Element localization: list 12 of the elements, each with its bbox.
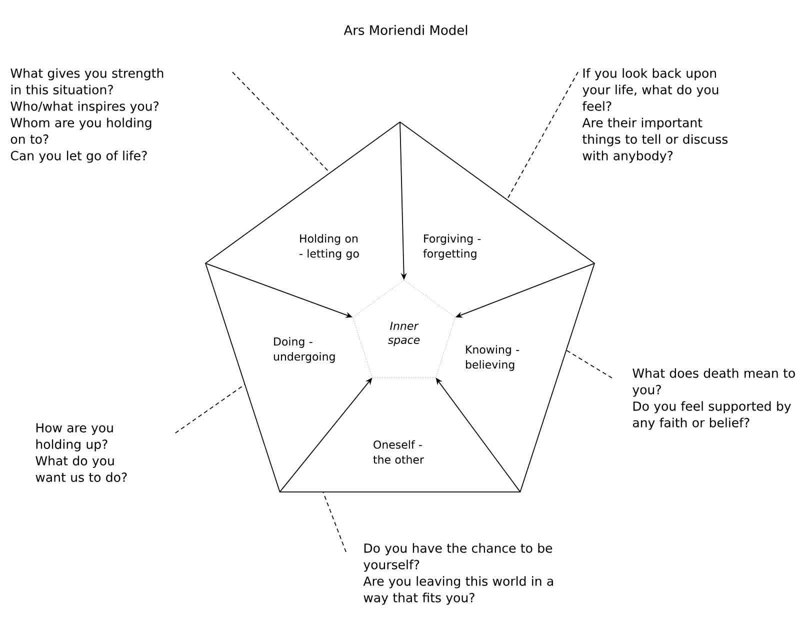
question-text: Do you have the chance to be yourself? Are you leaving this world in a way that fits you? [363, 543, 553, 605]
leader-line [322, 492, 346, 552]
question-text: If you look back upon your life, what do you feel? Are their important things to tell or discuss with anybody? [582, 68, 728, 163]
inner-pentagon: Inner space [352, 280, 456, 378]
leader-line [174, 384, 246, 434]
leader-line [232, 72, 330, 174]
question-text: What does death mean to you? Do you feel supported by any faith or belief? [632, 368, 795, 430]
leader-line [506, 72, 578, 200]
title: Ars Moriendi Model [344, 24, 468, 36]
leader-line [566, 350, 612, 378]
question-text: What gives you strength in this situation? Who/what inspires you? Whom are you holding on to? Can you let go of life? [10, 68, 164, 163]
question-text: How are you holding up? What do you want us to do? [36, 423, 127, 482]
